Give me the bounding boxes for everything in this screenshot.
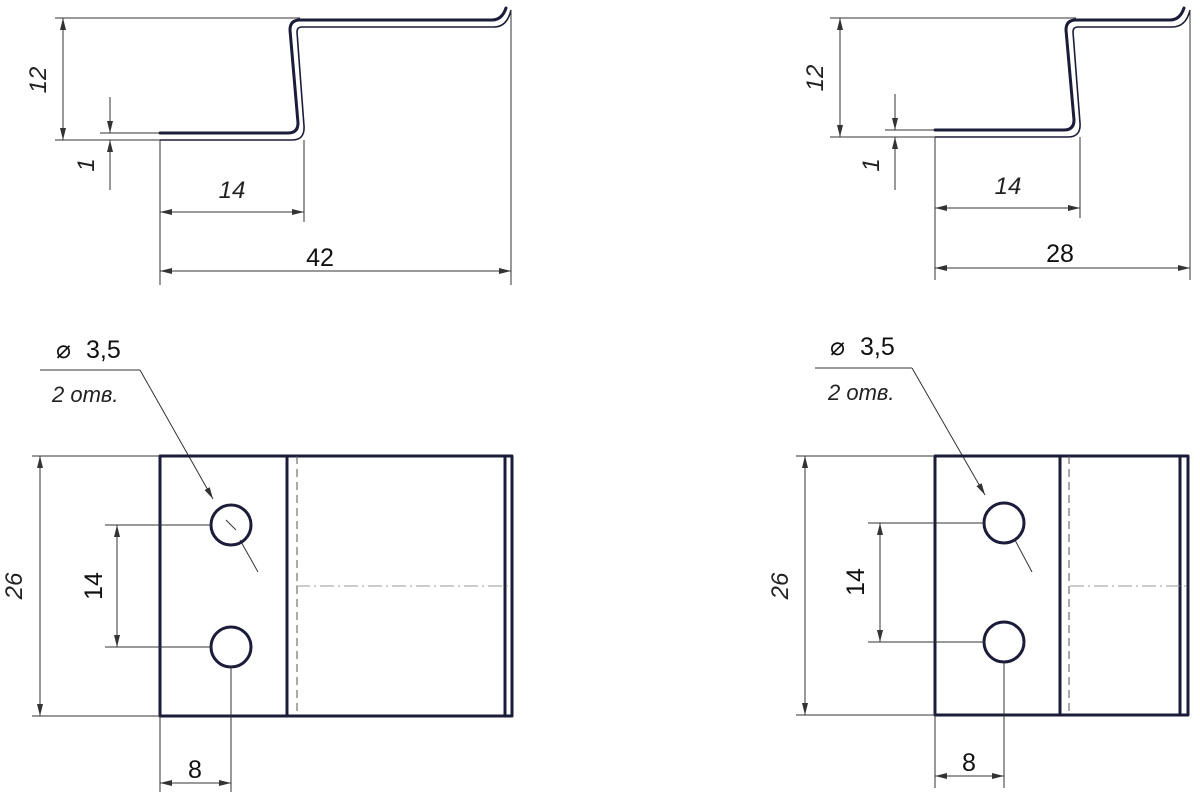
- bracket-profile-inner-right: [935, 9, 1191, 138]
- bracket-profile-left: [158, 6, 508, 135]
- hole-bottom-left: [209, 625, 253, 669]
- dim-thickness-right: 1: [858, 158, 885, 171]
- dim-flange-right: 14: [995, 173, 1022, 200]
- side-view-left: 12 1 14 42: [25, 6, 512, 285]
- svg-text:⌀ 3,5: ⌀ 3,5: [56, 336, 121, 364]
- dim-hole-pitch-left: 14: [80, 572, 108, 600]
- hole-bottom-right: [982, 620, 1026, 664]
- dim-height-left: 12: [25, 67, 52, 94]
- hole-top-right: [982, 501, 1026, 545]
- dim-hole-offset-right: 8: [962, 749, 976, 777]
- dim-thickness-left: 1: [73, 158, 100, 171]
- dim-width-left: 26: [1, 572, 28, 600]
- dim-hole-offset-left: 8: [188, 756, 202, 784]
- hole-note-right: 2 отв.: [827, 380, 895, 405]
- side-view-right: 12 1 14 28: [802, 6, 1191, 280]
- dim-flange-left: 14: [219, 177, 246, 204]
- plate-outline-left: [158, 454, 514, 718]
- diameter-symbol-left: ⌀: [56, 336, 71, 364]
- hole-note-left: 2 отв.: [51, 382, 119, 407]
- dim-length-left: 42: [306, 244, 334, 272]
- dim-width-right: 26: [767, 572, 794, 600]
- bracket-profile-inner-left: [160, 9, 512, 141]
- diameter-symbol-right: ⌀: [830, 333, 845, 361]
- svg-text:⌀ 3,5: ⌀ 3,5: [830, 333, 895, 361]
- plan-view-left: ⌀ 3,5 2 отв. 26 14 8: [1, 336, 514, 792]
- plan-view-right: ⌀ 3,5 2 отв. 26 14 8: [767, 333, 1190, 788]
- hole-diameter-right: 3,5: [860, 333, 895, 361]
- dim-length-right: 28: [1046, 240, 1074, 268]
- dim-hole-pitch-right: 14: [842, 568, 870, 596]
- hole-diameter-left: 3,5: [86, 336, 121, 364]
- bracket-profile-right: [933, 6, 1186, 132]
- dim-height-right: 12: [802, 65, 829, 92]
